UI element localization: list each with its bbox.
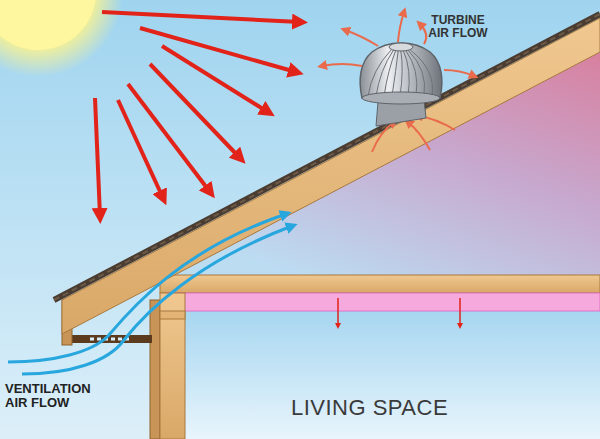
turbine-fin <box>408 50 425 96</box>
turbine-label: TURBINE AIR FLOW <box>425 14 491 40</box>
wall-stud <box>160 293 185 439</box>
shingle-texture <box>54 14 600 300</box>
turbine-fin <box>406 50 417 96</box>
top-plate <box>160 311 185 319</box>
ceiling-joist <box>160 275 600 293</box>
living-space-region: LIVING SPACE <box>185 311 600 439</box>
turbine-fin <box>400 50 402 96</box>
region-label: LIVING SPACE <box>291 395 448 421</box>
turbine-fin <box>368 50 391 96</box>
ventilation-flow <box>8 214 292 374</box>
roof-shingles <box>54 14 600 300</box>
turbine-fin <box>392 50 398 96</box>
wall-sheathing <box>150 300 160 439</box>
turbine-fin <box>384 50 396 96</box>
heat-transfer-arrows <box>338 298 460 326</box>
sun <box>0 0 96 50</box>
ventilation-label: VENTILATION AIR FLOW <box>5 382 101 411</box>
turbine-fin <box>410 50 432 96</box>
rafter <box>62 18 600 334</box>
sun-rays <box>95 12 300 216</box>
turbine-fin <box>403 50 409 96</box>
living-space-fill <box>185 311 600 439</box>
insulation <box>165 293 600 311</box>
turbine-vent <box>360 43 442 126</box>
